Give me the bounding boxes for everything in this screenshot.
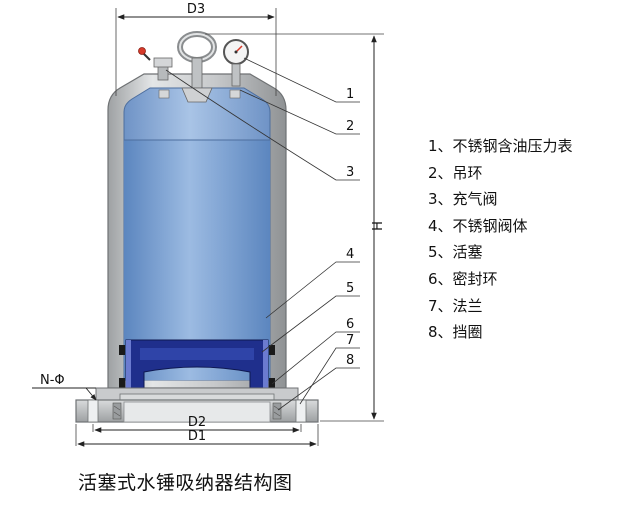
dimension-d3: D3 [115,2,277,96]
dimension-d2-label: D2 [188,415,206,430]
dimension-n-phi: N-Φ [32,373,97,401]
seal-ring [119,345,275,388]
callout-8: 8 [346,353,354,368]
leader-8 [277,367,360,411]
legend-item-piston: 5、活塞 [428,243,483,262]
callout-7: 7 [346,333,354,348]
leader-1 [243,57,360,103]
parts-legend: 1、不锈钢含油压力表 2、吊环 3、充气阀 4、不锈钢阀体 5、活塞 6、密封环… [428,133,573,346]
leader-5 [261,295,360,353]
callout-leaders [165,57,360,411]
leader-2 [239,89,360,135]
dimension-h-label: H [371,221,386,231]
charging-valve [138,47,173,81]
dimension-d1: D1 [75,424,319,447]
pressure-gauge [223,39,249,87]
lifting-ring [177,31,217,103]
legend-item-pressure-gauge: 1、不锈钢含油压力表 [428,137,573,155]
callout-1: 1 [346,87,354,102]
legend-item-seal-ring: 6、密封环 [428,269,498,288]
callout-numbers: 1 2 3 4 5 6 7 8 [346,87,354,368]
dimension-h: H [205,33,386,422]
callout-2: 2 [346,119,354,134]
leader-3 [165,69,360,181]
flange [75,387,319,423]
callout-4: 4 [346,247,354,262]
callout-6: 6 [346,317,354,332]
legend-item-retaining-ring: 8、挡圈 [428,323,483,342]
legend-item-charging-valve: 3、充气阀 [428,190,498,209]
legend-item-lifting-ring: 2、吊环 [428,163,483,182]
callout-5: 5 [346,281,354,296]
dimension-d1-label: D1 [188,429,206,444]
callout-3: 3 [346,165,354,180]
dimension-d3-label: D3 [187,2,205,17]
piston [125,339,269,395]
dimension-n-phi-label: N-Φ [40,373,65,388]
figure-caption: 活塞式水锤吸纳器结构图 [78,472,293,494]
legend-item-flange: 7、法兰 [428,296,483,315]
dimension-d2: D2 [92,415,302,433]
legend-item-valve-body: 4、不锈钢阀体 [428,216,528,235]
leader-4 [265,261,360,319]
leader-6 [271,331,360,385]
